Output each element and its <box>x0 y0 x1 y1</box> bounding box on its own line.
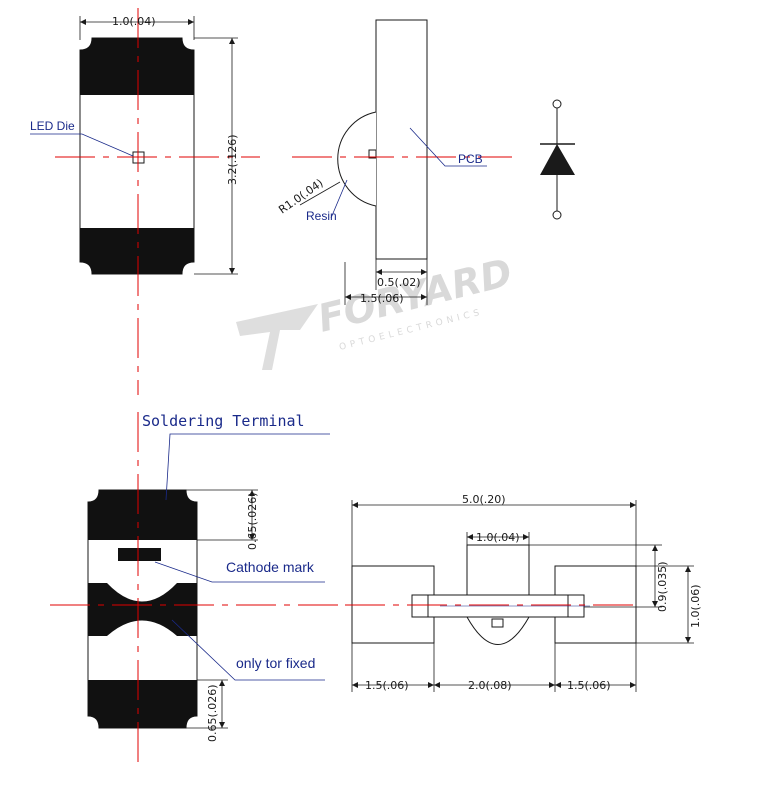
pcb-label: PCB <box>458 152 483 166</box>
cathode-mark-leader <box>154 561 325 583</box>
led-die-leader <box>30 133 134 157</box>
dim-fp-right-text: 1.5(.06) <box>567 679 611 692</box>
dim-fp-left-text: 1.5(.06) <box>365 679 409 692</box>
top-view-pad-top <box>80 38 194 95</box>
dim-thickness-text: 0.5(.02) <box>377 276 421 289</box>
only-for-fixed-label: only tor fixed <box>236 655 315 671</box>
resin-label: Resin <box>306 209 337 223</box>
diode-cathode-terminal <box>552 210 562 220</box>
soldering-terminal-label: Soldering Terminal <box>142 412 305 430</box>
dim-pad-top-arrows <box>249 490 255 540</box>
resin-dome <box>337 111 377 207</box>
top-view: 1.0(.04) 3.2(.126) LED Die <box>30 8 260 395</box>
dim-pad-top-text: 0.65(.026) <box>246 492 259 550</box>
footprint-strip-end-left <box>411 594 429 618</box>
watermark-logo-mark <box>236 304 318 370</box>
diode-anode-terminal <box>552 99 562 109</box>
pcb-body <box>375 19 428 260</box>
footprint-view: 5.0(.20) 1.0(.04) 0.9(.035) 1.0(.06) 1.5… <box>345 493 702 692</box>
dim-inner-h-text: 0.9(.035) <box>656 561 669 612</box>
bottom-pad-bottom <box>88 680 197 728</box>
led-die-label: LED Die <box>30 119 75 133</box>
radius-leader <box>299 181 341 206</box>
pcb-leader <box>409 127 487 167</box>
dim-outer-h-text: 1.0(.06) <box>689 584 702 628</box>
soldering-terminal-leader <box>165 433 330 501</box>
dim-total-text: 5.0(.20) <box>462 493 506 506</box>
resin-leader <box>330 179 348 219</box>
footprint-led-die <box>491 618 504 628</box>
footprint-resin-dome <box>466 616 530 645</box>
cathode-mark-bar <box>118 548 161 561</box>
bottom-view: 0.65(.026) 0.65(.026) Soldering Terminal… <box>50 412 340 762</box>
dim-depth-text: 1.5(.06) <box>360 292 404 305</box>
bottom-pad-middle <box>88 583 197 636</box>
diode-symbol <box>540 99 575 220</box>
cathode-mark-label: Cathode mark <box>226 559 315 575</box>
dim-width-top-text: 1.0(.04) <box>112 15 156 28</box>
dim-height-text: 3.2(.126) <box>226 134 239 185</box>
dim-pad-bottom-arrows <box>219 680 225 728</box>
dim-thickness-arrows <box>376 269 427 275</box>
dim-center-text: 1.0(.04) <box>476 531 520 544</box>
diode-triangle <box>540 144 575 175</box>
dim-pad-bottom-text: 0.65(.026) <box>206 684 219 742</box>
only-for-fixed-leader <box>171 619 325 681</box>
dim-fp-middle-text: 2.0(.08) <box>468 679 512 692</box>
bottom-pad-top <box>88 490 197 540</box>
side-led-die <box>368 149 377 159</box>
top-view-pad-bottom <box>80 228 194 274</box>
